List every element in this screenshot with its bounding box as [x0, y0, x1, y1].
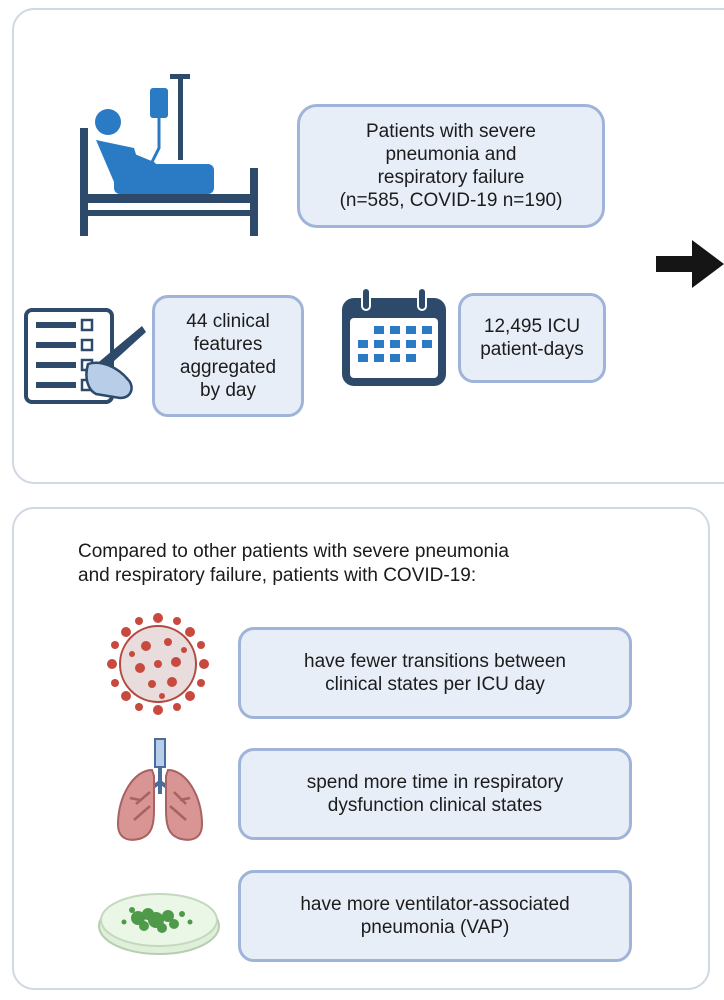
- finding-respiratory-dysfunction-box: spend more time in respiratory dysfuncti…: [238, 748, 632, 840]
- lungs-icon: [116, 738, 204, 841]
- petri-dish-icon: [98, 893, 220, 955]
- cohort-panel: [12, 8, 724, 484]
- clinical-features-box: 44 clinical features aggregated by day: [152, 295, 304, 417]
- hospital-bed-icon: [80, 74, 258, 236]
- calendar-icon: [342, 287, 446, 386]
- finding-vap-box: have more ventilator-associated pneumoni…: [238, 870, 632, 962]
- patients-description-box: Patients with severe pneumonia and respi…: [297, 104, 605, 228]
- checklist-icon: [24, 308, 146, 404]
- arrow-right-icon: [656, 240, 724, 288]
- findings-intro-text: Compared to other patients with severe p…: [78, 541, 509, 586]
- icu-patient-days-box: 12,495 ICU patient-days: [458, 293, 606, 383]
- finding-transitions-box: have fewer transitions between clinical …: [238, 627, 632, 719]
- coronavirus-icon: [107, 613, 209, 715]
